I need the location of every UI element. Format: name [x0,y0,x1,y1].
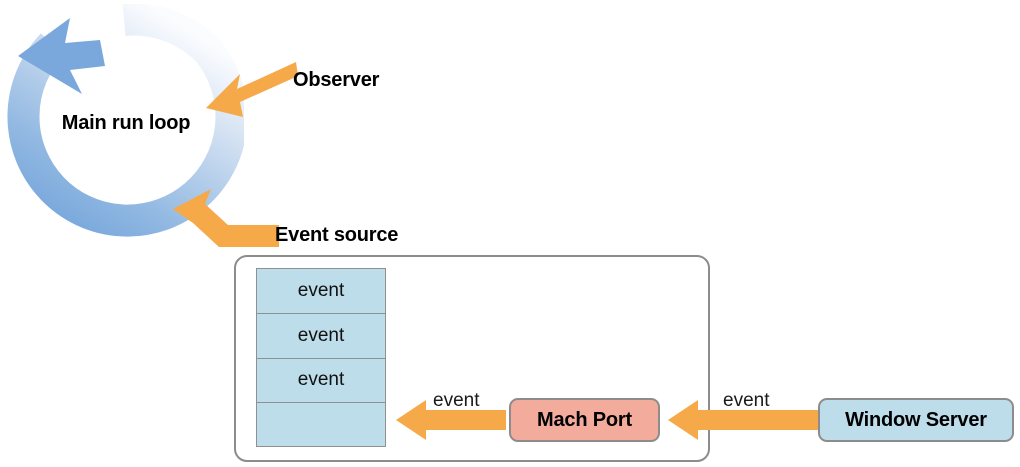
server-flow-arrow-icon [668,400,820,440]
queue-flow-label: event [433,390,480,411]
event-queue-cell-empty [256,402,386,447]
window-server-node[interactable]: Window Server [818,398,1014,442]
event-source-arrow-icon [173,189,279,247]
observer-arrow-icon [206,62,298,117]
mach-port-node[interactable]: Mach Port [509,398,660,442]
event-queue-stack: event event event [256,268,386,447]
event-source-label: Event source [275,224,399,246]
event-queue-cell: event [256,312,386,358]
event-queue-cell: event [256,268,386,313]
event-queue-container [234,255,710,462]
main-run-loop-label: Main run loop [61,112,191,134]
server-flow-label: event [723,390,770,411]
queue-flow-arrow-icon [396,400,506,440]
event-queue-cell: event [256,357,386,403]
observer-label: Observer [293,69,380,91]
